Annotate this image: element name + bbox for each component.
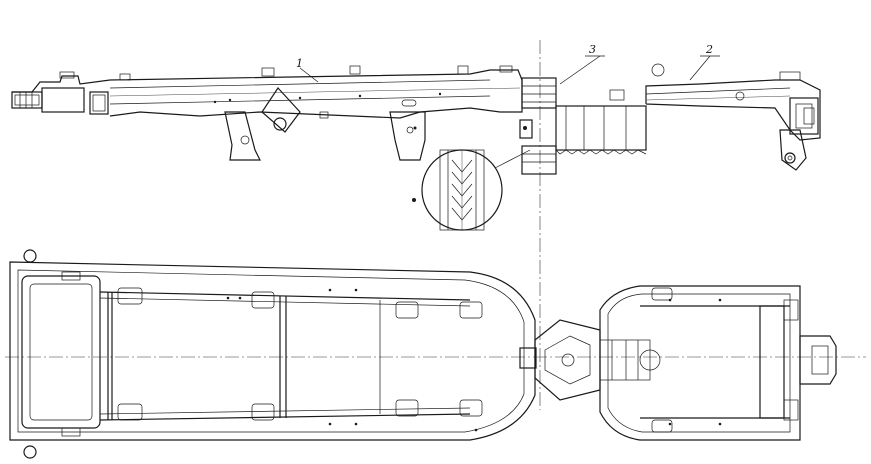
plan-view (5, 249, 866, 459)
leader-3 (559, 55, 601, 85)
articulation-joint (519, 77, 647, 175)
front-frame-rail (11, 65, 527, 202)
detail-circle (421, 149, 531, 231)
callout-2: 2 (705, 43, 713, 56)
rear-frame-rail (609, 63, 821, 171)
callout-1: 1 (296, 57, 303, 70)
front-frame-plan (9, 249, 536, 459)
leader-2 (689, 55, 711, 81)
side-elevation: 1 2 3 (11, 40, 821, 410)
rear-frame-plan (599, 285, 837, 441)
joint-plan (519, 319, 651, 401)
leader-1 (299, 67, 319, 83)
callout-3: 3 (589, 43, 596, 56)
